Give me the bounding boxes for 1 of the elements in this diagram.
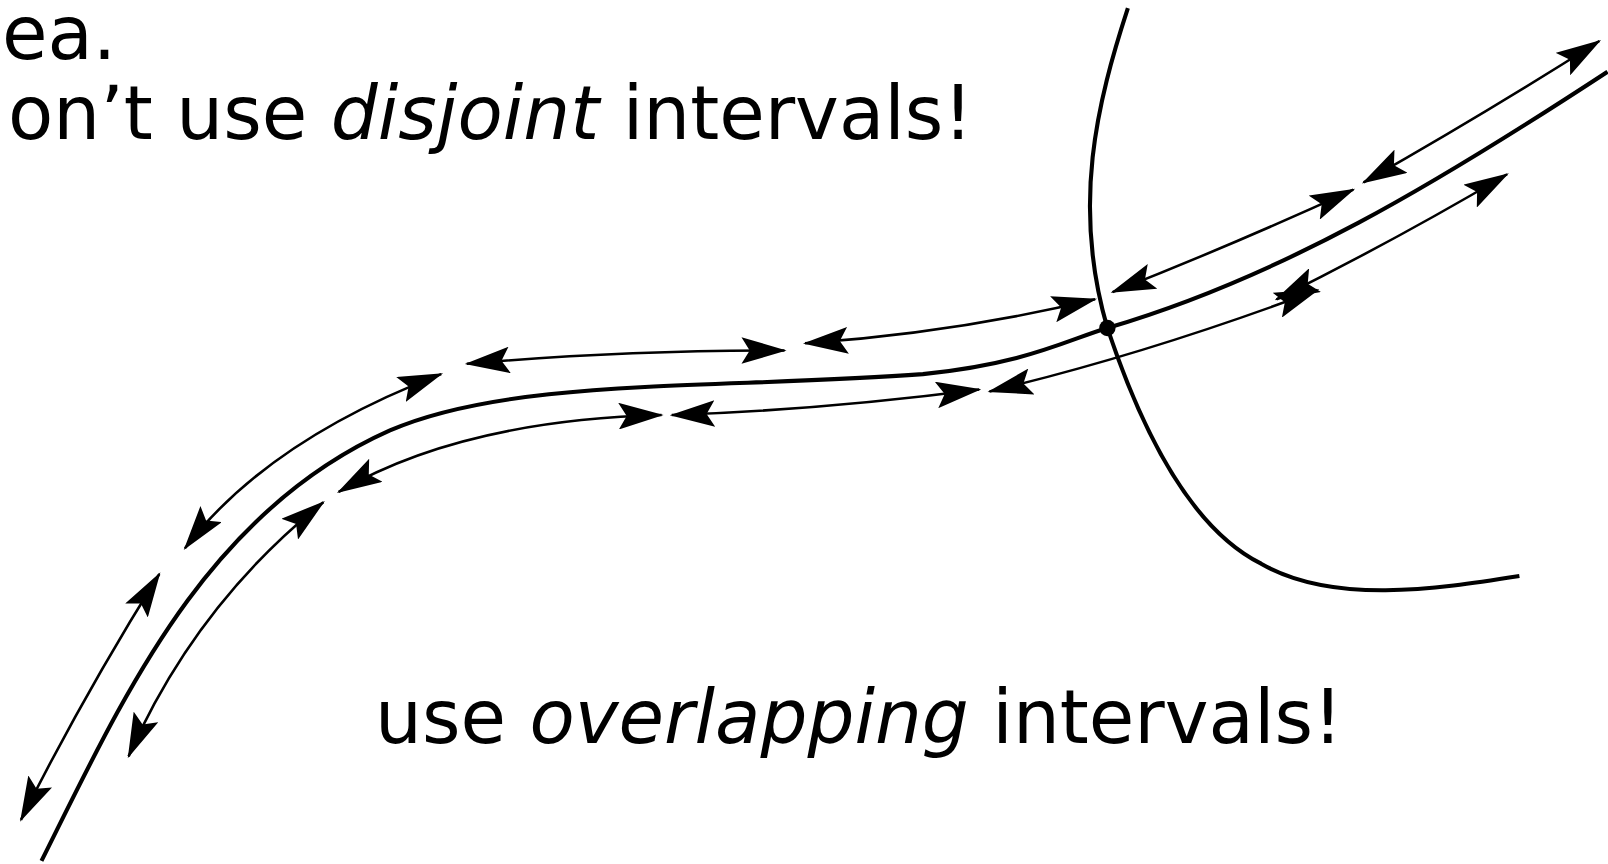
heading-text: ea. bbox=[2, 0, 117, 70]
